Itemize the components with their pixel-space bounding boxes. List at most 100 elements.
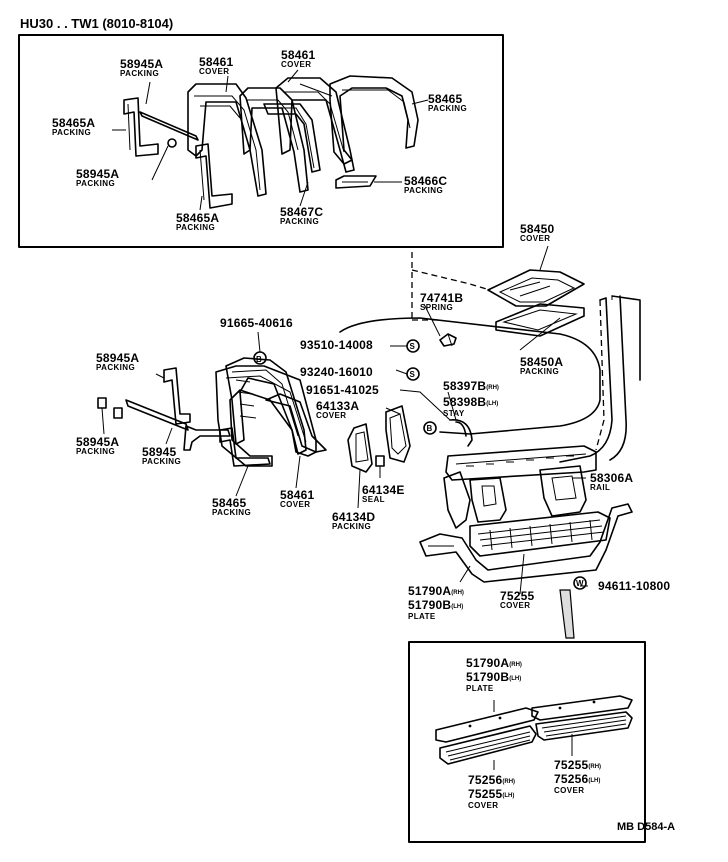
part-name: PACKING bbox=[52, 128, 92, 137]
callout-part-number: 91665-40616 bbox=[220, 316, 293, 330]
part-name: COVER bbox=[554, 786, 585, 795]
seal-64134e bbox=[375, 455, 385, 467]
part-name: PACKING bbox=[120, 69, 160, 78]
callout: 51790A(RH) bbox=[466, 655, 522, 671]
callout: 58398B(LH)STAY bbox=[443, 394, 498, 418]
part-number: 51790A bbox=[466, 656, 510, 670]
screw-symbol-letter-a: S bbox=[410, 342, 416, 351]
part-number: 58465 bbox=[428, 92, 463, 106]
callout: 75255(LH)COVER bbox=[468, 786, 514, 810]
part-number: 74741B bbox=[420, 291, 464, 305]
part-number: 64133A bbox=[316, 399, 360, 413]
part-suffix: (LH) bbox=[502, 793, 515, 799]
bottom-leader-lines bbox=[493, 700, 573, 770]
cover-64133a bbox=[385, 405, 411, 463]
top-packing-strip bbox=[139, 111, 199, 141]
packing-64134d bbox=[347, 423, 373, 473]
part-name: PACKING bbox=[428, 104, 468, 113]
part-name: COVER bbox=[316, 411, 347, 420]
part-suffix: (LH) bbox=[588, 778, 601, 784]
top-packing-58467c bbox=[263, 103, 321, 173]
part-number: 51790A bbox=[408, 584, 452, 598]
part-number: 58450 bbox=[520, 222, 555, 236]
part-number: 64134E bbox=[362, 483, 405, 497]
part-name: COVER bbox=[281, 60, 312, 69]
step-cover-packing-58450a bbox=[495, 303, 585, 337]
part-number: 58465A bbox=[176, 211, 220, 225]
callout: 75255(RH) bbox=[554, 757, 601, 773]
step-cover-58450 bbox=[487, 269, 585, 307]
part-number: 58306A bbox=[590, 471, 634, 485]
part-name: COVER bbox=[500, 601, 531, 610]
part-name: PACKING bbox=[520, 367, 560, 376]
part-suffix: (LH) bbox=[451, 604, 464, 610]
part-suffix: (LH) bbox=[486, 401, 499, 407]
left-cover-58461 bbox=[225, 357, 327, 455]
left-packing-58465 bbox=[215, 365, 317, 467]
callout-part-number: 93240-16010 bbox=[300, 365, 373, 379]
top-detail-frame bbox=[18, 34, 504, 248]
rail-58306a bbox=[443, 445, 597, 529]
top-packing-plate-upper bbox=[123, 97, 159, 157]
step-plate-51790a bbox=[419, 503, 633, 583]
stay-58397b bbox=[449, 419, 473, 447]
part-number: 58398B bbox=[443, 395, 487, 409]
callout: 58397B(RH) bbox=[443, 378, 499, 394]
part-number: 75255 bbox=[468, 787, 503, 801]
bolt-symbol-letter-b: B bbox=[427, 424, 433, 433]
main-leader-lines bbox=[101, 245, 588, 595]
detail-plates bbox=[435, 695, 633, 743]
part-number: 58461 bbox=[281, 48, 316, 62]
callout: 75256(RH) bbox=[468, 772, 515, 788]
part-number: 58945 bbox=[142, 445, 177, 459]
part-name: PACKING bbox=[176, 223, 216, 232]
part-name: PLATE bbox=[466, 684, 494, 693]
detail-step-covers bbox=[439, 711, 633, 765]
top-cover-middle bbox=[239, 87, 309, 193]
part-number: 58465 bbox=[212, 496, 247, 510]
part-name: PACKING bbox=[404, 186, 444, 195]
part-name: RAIL bbox=[590, 483, 611, 492]
part-suffix: (RH) bbox=[509, 662, 522, 668]
left-packing-plate-upper bbox=[163, 367, 191, 425]
bolt-symbol-letter-a: B bbox=[256, 355, 262, 364]
screw-symbol-letter-b: S bbox=[410, 370, 416, 379]
top-packing-washer bbox=[167, 138, 177, 148]
part-number: 58461 bbox=[280, 488, 315, 502]
part-number: 58397B bbox=[443, 379, 487, 393]
part-name: PACKING bbox=[142, 457, 182, 466]
part-number: 75255 bbox=[554, 758, 589, 772]
detail-arrow bbox=[559, 589, 575, 639]
bottom-detail-frame bbox=[408, 641, 646, 843]
part-number: 75255 bbox=[500, 589, 535, 603]
part-suffix: (LH) bbox=[509, 676, 522, 682]
callout: 51790B(LH)PLATE bbox=[408, 597, 463, 621]
callout: 51790A(RH) bbox=[408, 583, 464, 599]
top-packing-58465 bbox=[329, 75, 419, 165]
part-name: COVER bbox=[520, 234, 551, 243]
part-number: 75256 bbox=[468, 773, 503, 787]
part-suffix: (RH) bbox=[502, 779, 516, 785]
spring-74741b bbox=[439, 333, 457, 347]
cab-outline-dashed bbox=[411, 252, 605, 451]
cab-body bbox=[339, 295, 641, 463]
part-number: 58945A bbox=[76, 435, 120, 449]
